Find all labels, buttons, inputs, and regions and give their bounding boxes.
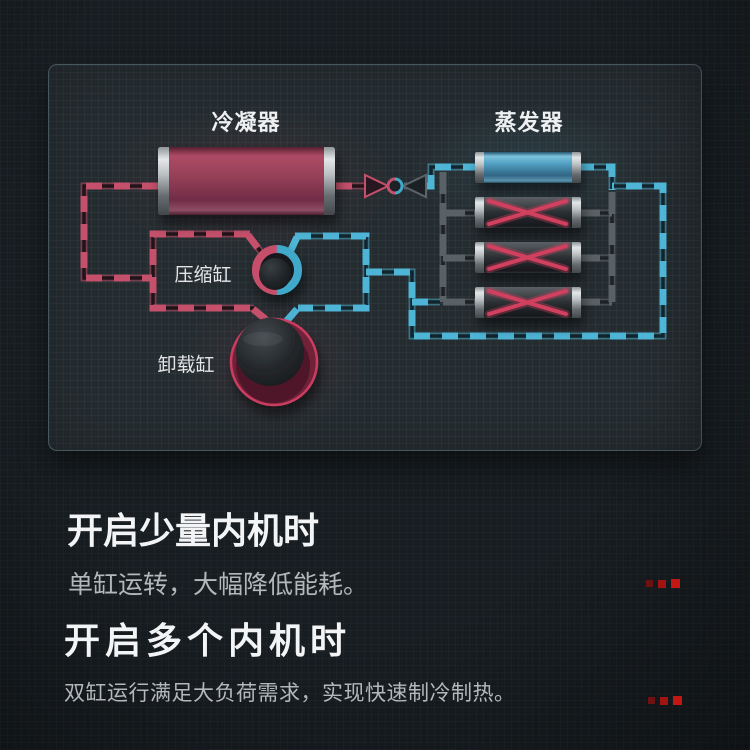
x-cross-icon (485, 287, 570, 318)
expansion-valve-icon (364, 173, 427, 199)
evaporator-cylinder-inactive-2 (475, 242, 581, 273)
unloading-cylinder-label: 卸载缸 (157, 354, 214, 376)
x-cross-icon (485, 197, 570, 228)
evaporator-label: 蒸发器 (494, 110, 563, 135)
red-dot-icon (660, 696, 668, 705)
evaporator-bank (475, 152, 581, 318)
compression-cylinder-node (252, 245, 302, 295)
section-2-heading: 开启多个内机时 (64, 620, 352, 661)
red-dot-icon (648, 697, 655, 704)
red-dot-icon (646, 580, 653, 587)
unloading-cylinder-node (229, 317, 319, 407)
section-1-heading: 开启少量内机时 (67, 510, 320, 551)
x-cross-icon (485, 242, 570, 273)
condenser-cylinder (158, 147, 335, 215)
condenser-label: 冷凝器 (211, 110, 280, 135)
red-dots-decoration (646, 579, 680, 588)
evaporator-cylinder-inactive-1 (475, 197, 581, 228)
compression-cylinder-label: 压缩缸 (174, 264, 231, 286)
red-dot-icon (658, 579, 666, 588)
red-dots-decoration (648, 696, 682, 705)
red-dot-icon (671, 579, 680, 588)
red-dot-icon (673, 696, 682, 705)
section-1-body: 单缸运转，大幅降低能耗。 (68, 571, 369, 599)
section-2-body: 双缸运行满足大负荷需求，实现快速制冷制热。 (64, 682, 516, 705)
evaporator-cylinder-inactive-3 (475, 287, 581, 318)
evaporator-cylinder-active (475, 152, 581, 183)
